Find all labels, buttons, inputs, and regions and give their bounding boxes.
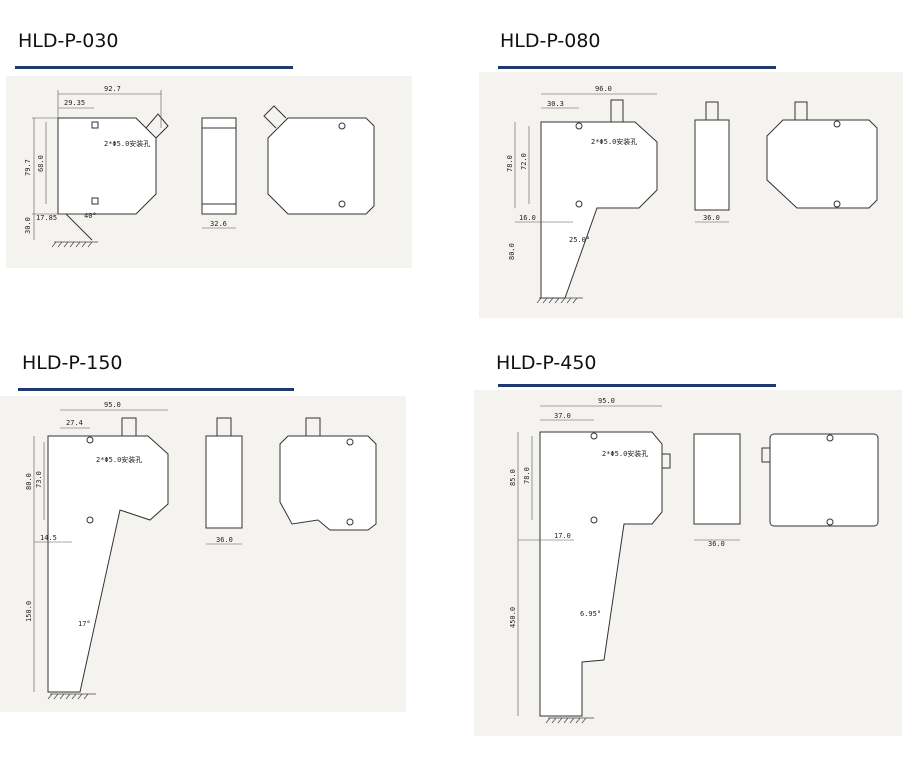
technical-drawing: 95.0 27.4 80.0 73.0 150.0 14.5 17° 2*Φ5.… <box>25 401 377 700</box>
hole-label: 2*Φ5.0安装孔 <box>591 137 637 146</box>
drawing-sheet: 95.0 27.4 80.0 73.0 150.0 14.5 17° 2*Φ5.… <box>0 396 406 712</box>
dim-angle: 6.95° <box>580 610 601 618</box>
sensor-front-view <box>205 435 243 529</box>
mount-hole-bottom <box>575 200 583 208</box>
sensor-front-view <box>201 117 237 215</box>
sensor-side-view <box>540 121 658 299</box>
hole-label: 2*Φ5.0安装孔 <box>96 455 142 464</box>
ground-hatch <box>536 297 578 304</box>
drawing-sheet: 92.7 29.35 79.7 68.0 30.0 17.85 40° 2*Φ5… <box>6 76 412 268</box>
dim-width: 96.0 <box>595 85 612 93</box>
dim-height: 85.0 <box>509 469 517 486</box>
sensor-front-view <box>694 119 730 211</box>
connector <box>263 105 287 129</box>
dim-foot: 14.5 <box>40 534 57 542</box>
sensor-side-view <box>539 431 663 717</box>
dim-angle: 17° <box>78 620 91 628</box>
title-underline <box>18 388 294 391</box>
connector <box>145 113 169 139</box>
dim-angle: 40° <box>84 212 97 220</box>
technical-drawing: 95.0 37.0 85.0 78.0 450.0 17.0 6.95° 2*Φ… <box>509 397 879 724</box>
dim-depth: 36.0 <box>703 214 720 222</box>
sensor-side-view <box>47 435 169 693</box>
sensor-rear-view <box>766 119 878 209</box>
dim-height: 78.0 <box>506 155 514 172</box>
dim-foot: 17.0 <box>554 532 571 540</box>
dim-offset: 27.4 <box>66 419 83 427</box>
drawing-sheet: 95.0 37.0 85.0 78.0 450.0 17.0 6.95° 2*Φ… <box>474 390 902 736</box>
sensor-rear-view <box>279 435 377 531</box>
dim-depth: 32.6 <box>210 220 227 228</box>
panel-title: HLD-P-150 <box>22 352 123 374</box>
dim-inner: 72.0 <box>520 153 528 170</box>
technical-drawing: 92.7 29.35 79.7 68.0 30.0 17.85 40° 2*Φ5… <box>24 85 375 248</box>
dim-offset: 30.3 <box>547 100 564 108</box>
title-underline <box>498 384 776 387</box>
dim-width: 95.0 <box>104 401 121 409</box>
ground-hatch <box>47 693 89 700</box>
technical-drawing: 96.0 30.3 78.0 72.0 80.0 16.0 25.0° 2*Φ5… <box>506 85 878 304</box>
ground-hatch <box>545 717 587 724</box>
sensor-front-view <box>693 433 741 525</box>
panel-title: HLD-P-030 <box>18 30 119 52</box>
sensor-side-view <box>57 117 157 215</box>
dim-depth: 36.0 <box>708 540 725 548</box>
dim-base: 80.0 <box>508 243 516 260</box>
dim-base: 30.0 <box>24 217 32 234</box>
panel-title: HLD-P-080 <box>500 30 601 52</box>
connector <box>610 99 624 123</box>
mount-hole-top <box>575 122 583 130</box>
dim-depth: 36.0 <box>216 536 233 544</box>
dim-width: 92.7 <box>104 85 121 93</box>
dim-width: 95.0 <box>598 397 615 405</box>
dim-foot: 17.85 <box>36 214 57 222</box>
dim-offset: 37.0 <box>554 412 571 420</box>
dim-height: 80.0 <box>25 473 33 490</box>
connector <box>661 453 671 469</box>
title-underline <box>15 66 293 69</box>
dim-inner: 68.0 <box>37 155 45 172</box>
title-underline <box>498 66 776 69</box>
connector <box>121 417 137 437</box>
dim-angle: 25.0° <box>569 236 590 244</box>
ground-hatch <box>51 241 93 248</box>
dim-offset: 29.35 <box>64 99 85 107</box>
drawing-sheet: 96.0 30.3 78.0 72.0 80.0 16.0 25.0° 2*Φ5… <box>479 72 903 318</box>
sensor-rear-view <box>267 117 375 215</box>
hole-label: 2*Φ5.0安装孔 <box>602 449 648 458</box>
mount-hole-top <box>91 121 99 129</box>
dim-inner: 73.0 <box>35 471 43 488</box>
dim-base: 150.0 <box>25 601 33 622</box>
dim-inner: 78.0 <box>523 467 531 484</box>
mount-hole <box>338 122 346 130</box>
dim-base: 450.0 <box>509 607 517 628</box>
mount-hole <box>338 200 346 208</box>
mount-hole-bottom <box>91 197 99 205</box>
hole-label: 2*Φ5.0安装孔 <box>104 139 150 148</box>
panel-title: HLD-P-450 <box>496 352 597 374</box>
dim-foot: 16.0 <box>519 214 536 222</box>
sensor-rear-view <box>769 433 879 527</box>
dim-height: 79.7 <box>24 159 32 176</box>
